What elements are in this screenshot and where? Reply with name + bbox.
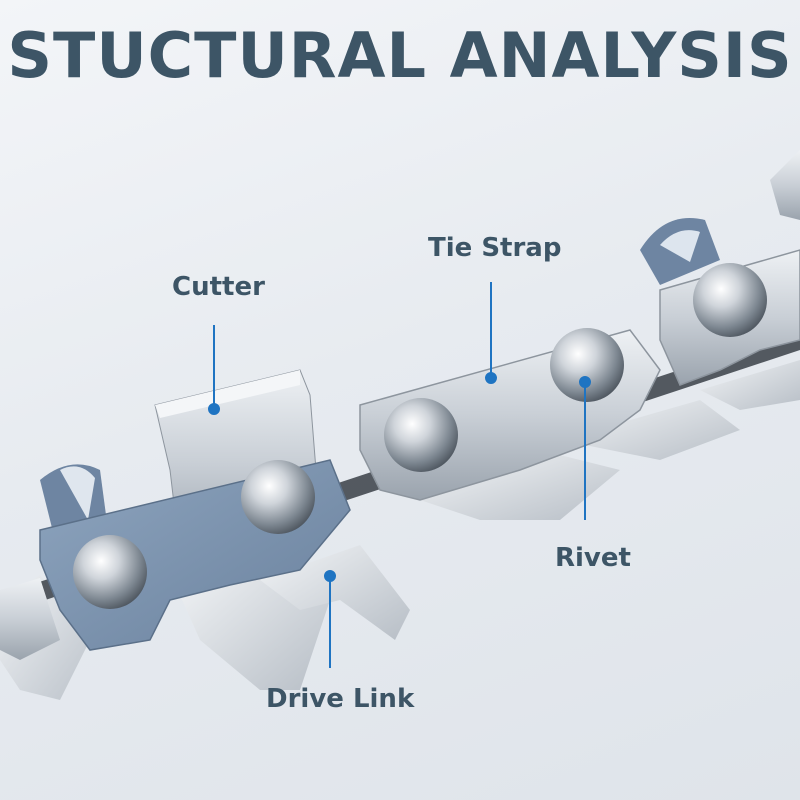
rivet (550, 328, 624, 402)
drive-link-leader-dot (324, 570, 336, 582)
page-title: STUCTURAL ANALYSIS (7, 19, 793, 92)
label-drive-link: Drive Link (266, 684, 415, 714)
rivet (73, 535, 147, 609)
cutter-tooth-right (640, 150, 800, 285)
callout-leaders (208, 282, 591, 668)
rivet (693, 263, 767, 337)
label-tie-strap: Tie Strap (428, 233, 562, 263)
label-rivet: Rivet (555, 543, 631, 573)
side-plate-left (0, 578, 60, 660)
rivet-leader-dot (579, 376, 591, 388)
tie-strap-leader-dot (485, 372, 497, 384)
rivets (73, 263, 767, 609)
rivet (384, 398, 458, 472)
label-cutter: Cutter (172, 272, 265, 302)
cutter-leader-dot (208, 403, 220, 415)
rivet (241, 460, 315, 534)
